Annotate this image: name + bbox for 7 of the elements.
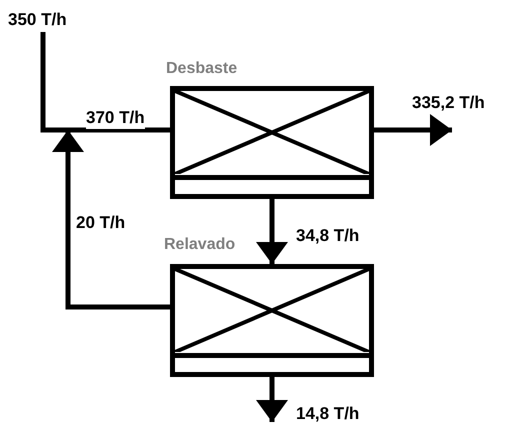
- cell-title: Desbaste: [166, 59, 238, 79]
- flow-arrow: [256, 199, 288, 264]
- flow-arrow: [374, 114, 452, 146]
- flow-arrow: [256, 377, 288, 422]
- flow-arrow: [52, 130, 170, 310]
- cell-title: Relavado: [164, 235, 236, 255]
- flow-value: 350 T/h: [8, 8, 67, 32]
